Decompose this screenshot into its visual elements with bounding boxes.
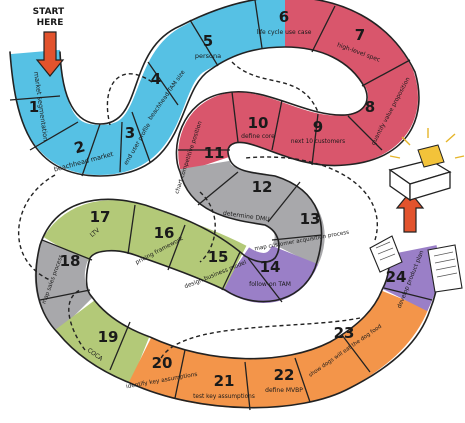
step-label: define MVBP	[265, 387, 303, 394]
track-gray	[180, 158, 325, 267]
step-number: 9	[313, 118, 323, 136]
step-number: 3	[125, 124, 135, 142]
track-edge-inner	[59, 0, 420, 360]
dashed-path-5-to-9	[231, 61, 319, 113]
step-number: 11	[204, 144, 225, 162]
track-orange	[128, 289, 429, 409]
treasure-box-icon	[388, 128, 465, 202]
track-outline	[9, 0, 440, 409]
step-number: 10	[248, 114, 269, 132]
step-number: 8	[365, 98, 375, 116]
dashed-path-24-to-11	[244, 156, 378, 241]
step-number: 6	[279, 8, 289, 26]
track-edge-outer	[9, 46, 440, 409]
step-5: 5 persona	[195, 32, 221, 60]
finish-marker	[369, 128, 465, 293]
step-21: 21 test key assumptions	[193, 372, 255, 400]
step-number: 20	[152, 354, 173, 372]
start-label: START HERE	[33, 7, 68, 28]
step-10: 10 define core	[241, 114, 275, 140]
board-track	[10, 0, 439, 409]
step-number: 22	[274, 366, 295, 384]
dashed-path-23-to-19	[159, 317, 361, 361]
step-number: 24	[386, 268, 407, 286]
finish-arrow-icon	[395, 191, 425, 233]
step-number: 2	[72, 137, 87, 157]
track-purple	[220, 243, 319, 303]
track-green	[43, 200, 247, 291]
step-number: 4	[151, 70, 161, 88]
step-label: test key assumptions	[193, 394, 255, 400]
dashed-path-2-to-18	[17, 174, 56, 281]
track-red	[178, 0, 418, 173]
track-green-2	[55, 299, 150, 384]
step-14: 14 follow-on TAM	[249, 258, 291, 288]
step-number: 23	[334, 324, 355, 342]
step-number: 17	[90, 208, 111, 226]
product-plan-document-icon	[369, 235, 463, 293]
step-number: 19	[98, 328, 119, 346]
step-number: 16	[154, 224, 175, 242]
step-number: 21	[214, 372, 235, 390]
step-number: 15	[208, 248, 229, 266]
step-label: life cycle use case	[257, 29, 312, 36]
start-marker: START HERE	[33, 7, 68, 77]
tile-separators	[9, 0, 433, 411]
step-number: 7	[355, 26, 365, 44]
dashed-connectors	[17, 61, 378, 361]
step-number: 14	[260, 258, 281, 276]
step-label: next 10 customers	[291, 139, 345, 145]
step-6: 6 life cycle use case	[257, 8, 312, 36]
step-9: 9 next 10 customers	[291, 118, 345, 145]
step-label: define core	[241, 133, 275, 140]
track-blue	[10, 0, 286, 176]
track-purple-2	[382, 245, 439, 312]
step-label: follow-on TAM	[249, 281, 291, 288]
step-number: 12	[252, 178, 273, 196]
step-number: 13	[300, 210, 321, 228]
step-number: 1	[29, 98, 39, 116]
track-gray-2	[34, 240, 94, 333]
step-number: 5	[203, 32, 213, 50]
step-number: 18	[60, 252, 81, 270]
dashed-path-11-to-16	[199, 191, 216, 263]
step-22: 22 define MVBP	[265, 366, 303, 394]
dashed-path-19-to-17	[68, 289, 86, 351]
start-arrow-icon	[35, 31, 65, 77]
step-label: persona	[195, 52, 221, 60]
